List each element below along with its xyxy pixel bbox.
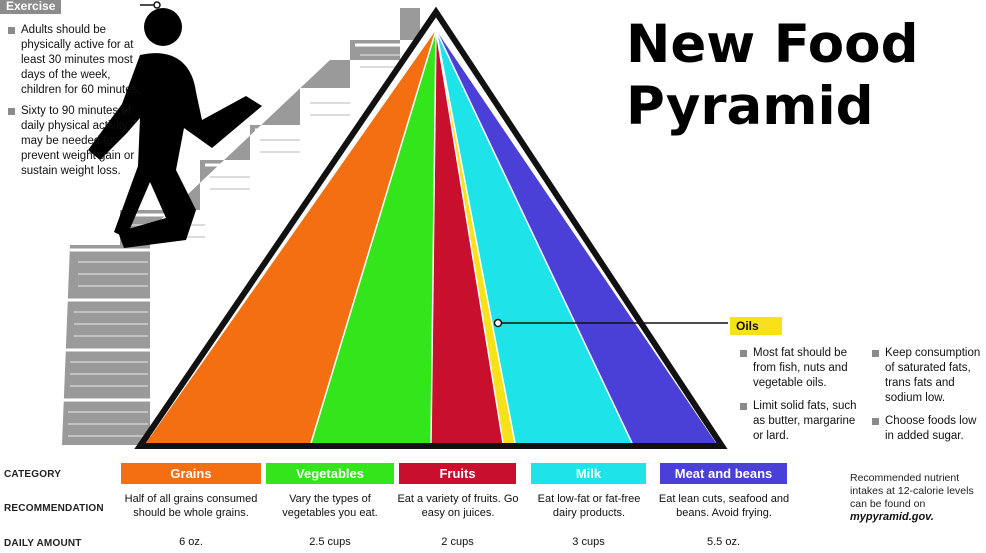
exercise-bullet: Adults should be physically active for a… — [8, 23, 148, 98]
pyramid — [134, 6, 728, 449]
category-vegetables: Vegetables — [266, 463, 394, 484]
recommendation-grains: Half of all grains consumed should be wh… — [124, 493, 258, 519]
oils-bullet: Choose foods low in added sugar. — [872, 414, 984, 444]
nutrient-note-text: Recommended nutrient intakes at 12-calor… — [850, 472, 974, 510]
exercise-label: Exercise — [0, 0, 62, 14]
staircase — [62, 8, 420, 445]
exercise-bullets: Adults should be physically active for a… — [8, 23, 148, 179]
oils-callout-line — [493, 318, 728, 328]
category-row-label: CATEGORY — [4, 469, 62, 480]
category-fruits: Fruits — [399, 463, 516, 484]
amount-meat-and-beans: 5.5 oz. — [706, 536, 741, 548]
recommendation-vegetables: Vary the types of vegetables you eat. — [282, 493, 378, 519]
category-milk: Milk — [531, 463, 646, 484]
recommendation-fruits: Eat a variety of fruits. Go easy on juic… — [397, 493, 519, 519]
recommendation-row-label: RECOMMENDATION — [4, 503, 104, 514]
exercise-bullet: Sixty to 90 minutes of daily physical ac… — [8, 104, 148, 179]
oils-bullet: Keep consumption of saturated fats, tran… — [872, 346, 984, 406]
mypyramid-link[interactable]: mypyramid.gov. — [850, 511, 934, 523]
page-title: New Food Pyramid — [626, 14, 919, 138]
oils-bullets-right: Keep consumption of saturated fats, tran… — [872, 346, 984, 444]
amount-vegetables: 2.5 cups — [309, 536, 351, 548]
daily-amount-row-label: DAILY AMOUNT — [4, 538, 82, 549]
oils-bullet: Limit solid fats, such as butter, margar… — [740, 399, 860, 444]
amount-milk: 3 cups — [572, 536, 605, 548]
oils-label: Oils — [730, 317, 782, 335]
amount-fruits: 2 cups — [441, 536, 474, 548]
recommendation-milk: Eat low-fat or fat-free dairy products. — [537, 493, 641, 519]
category-meat-and-beans: Meat and beans — [660, 463, 787, 484]
amount-grains: 6 oz. — [179, 536, 203, 548]
category-grains: Grains — [121, 463, 261, 484]
recommendation-meat-and-beans: Eat lean cuts, seafood and beans. Avoid … — [658, 493, 790, 519]
oils-bullet: Most fat should be from fish, nuts and v… — [740, 346, 860, 391]
nutrient-note: Recommended nutrient intakes at 12-calor… — [850, 472, 980, 523]
title-line-1: New Food — [626, 14, 919, 75]
oils-bullets-left: Most fat should be from fish, nuts and v… — [740, 346, 860, 444]
title-line-2: Pyramid — [626, 76, 874, 137]
exercise-figure — [88, 8, 262, 249]
